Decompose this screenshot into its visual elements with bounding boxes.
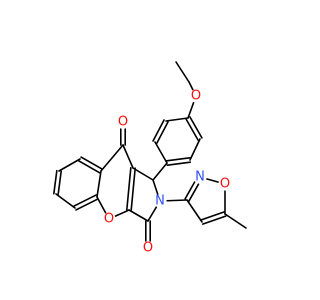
single-bond [152, 179, 159, 196]
single-bond [175, 61, 190, 83]
double-bond-line [200, 211, 226, 221]
double-bond-line [53, 169, 58, 195]
atom-label-background [153, 194, 167, 208]
double-bond-line [75, 198, 99, 211]
oxygen-atom-label: O [143, 241, 153, 256]
double-bond-line [184, 181, 196, 200]
oxygen-atom-label: O [220, 177, 230, 192]
atom-label-background [116, 115, 130, 129]
oxygen-atom-label: O [104, 212, 114, 227]
nitrogen-atom-label: N [195, 170, 205, 185]
double-bond-line [156, 121, 169, 144]
double-bond-line [165, 157, 191, 162]
single-bond [96, 170, 102, 198]
double-bond-line [126, 166, 132, 211]
single-bond [186, 199, 203, 223]
atom-label-background [102, 212, 116, 226]
single-bond [122, 144, 134, 169]
double-bond-line [80, 156, 103, 170]
atom-label-background [193, 170, 207, 184]
single-bond [189, 138, 201, 161]
single-bond [55, 193, 76, 209]
double-bond-line [188, 183, 200, 202]
single-bond [96, 196, 107, 214]
single-bond [154, 141, 168, 164]
oxygen-atom-label: O [191, 89, 201, 104]
single-bond [132, 167, 154, 181]
single-bond [58, 158, 81, 172]
double-bond-line [130, 167, 136, 212]
single-bond [224, 213, 247, 229]
single-bond [165, 117, 189, 122]
double-bond-line [201, 215, 227, 225]
single-bond [147, 206, 158, 222]
atom-label-background [141, 241, 155, 255]
double-bond-line [189, 116, 203, 139]
bond-layer [53, 61, 247, 242]
double-bond-line [78, 160, 101, 174]
single-bond [188, 81, 194, 91]
single-bond [114, 209, 130, 217]
double-bond-line [57, 170, 62, 196]
atom-label-background [189, 89, 203, 103]
single-bond [100, 144, 124, 172]
double-bond-line [152, 119, 165, 142]
single-bond [166, 199, 188, 202]
double-bond-line [73, 194, 97, 207]
single-bond [205, 178, 220, 183]
single-bond [187, 101, 195, 119]
atom-label-background [218, 177, 232, 191]
single-bond [128, 209, 149, 222]
single-bond [152, 162, 168, 181]
double-bond-line [166, 161, 192, 166]
double-bond-line [185, 118, 199, 141]
oxygen-atom-label: O [118, 115, 128, 130]
nitrogen-atom-label: N [155, 194, 165, 209]
